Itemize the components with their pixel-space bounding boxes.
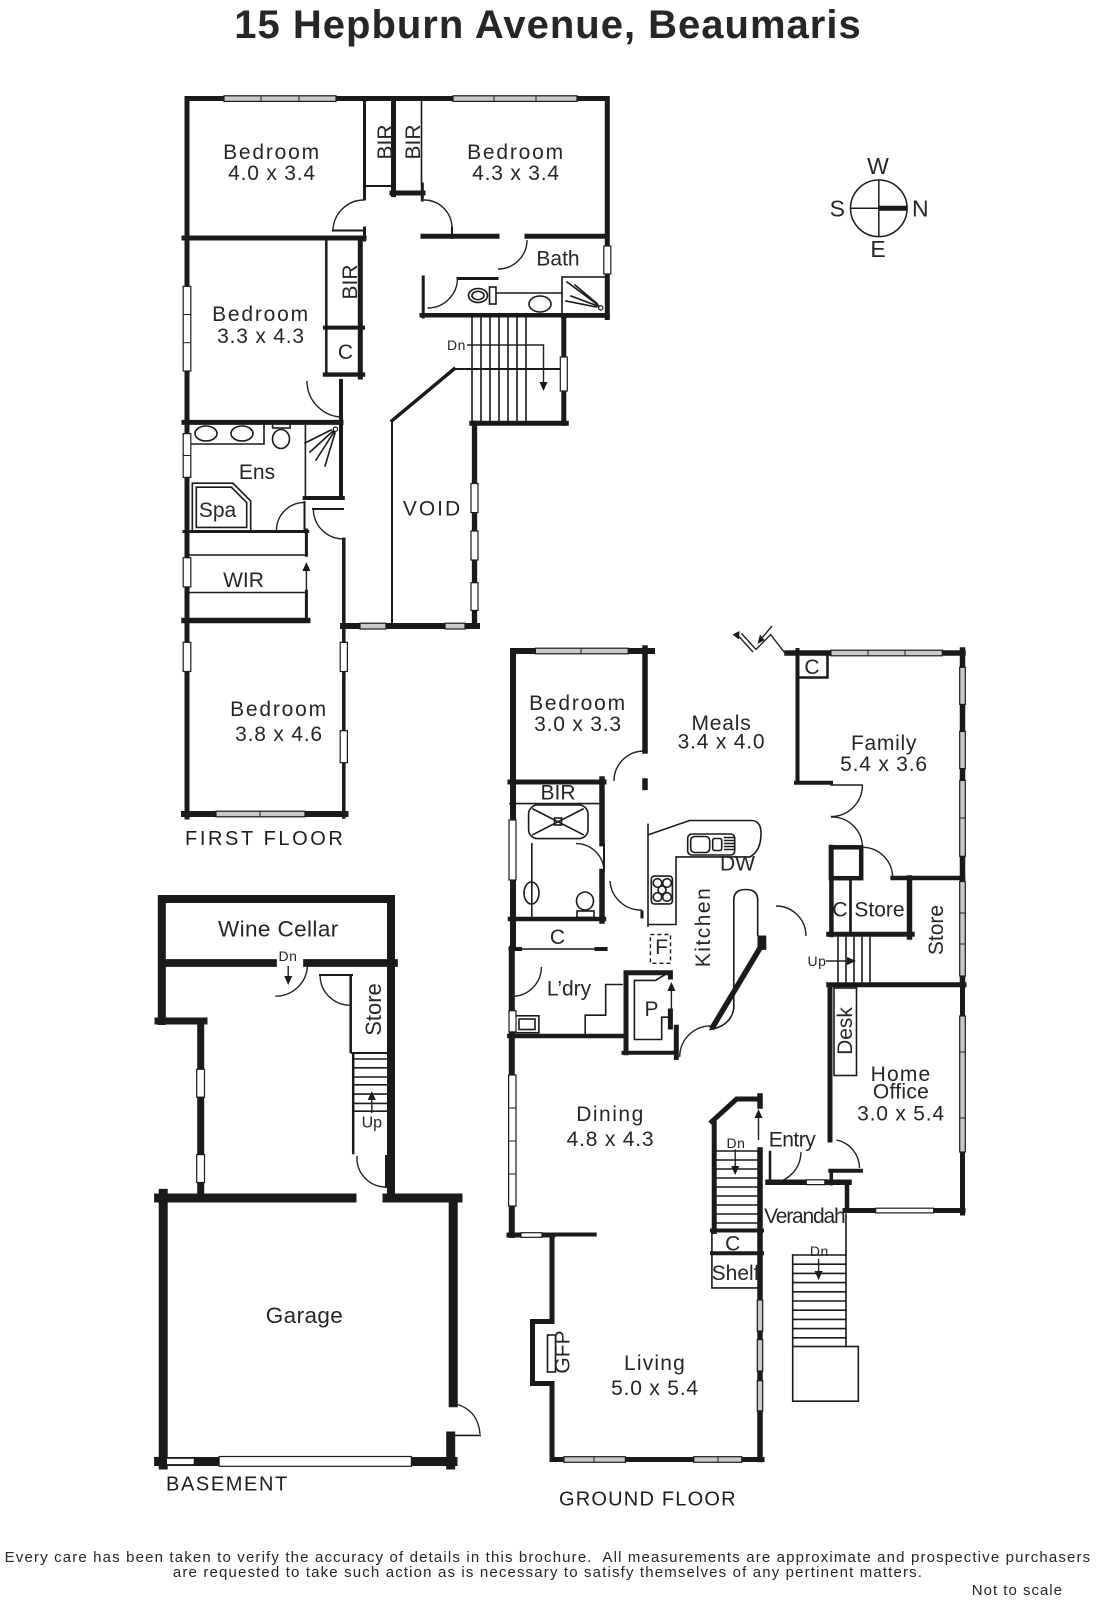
svg-text:VOID: VOID xyxy=(403,498,462,521)
svg-text:Dn: Dn xyxy=(279,948,298,964)
svg-text:4.3 x 3.4: 4.3 x 3.4 xyxy=(472,162,560,185)
svg-text:are requested to take such act: are requested to take such action as is … xyxy=(173,1564,923,1581)
svg-text:Dn: Dn xyxy=(727,1135,746,1151)
svg-text:Dn: Dn xyxy=(810,1243,829,1259)
svg-text:C: C xyxy=(338,341,353,364)
svg-text:Store: Store xyxy=(925,905,948,955)
svg-text:Bedroom: Bedroom xyxy=(529,692,627,715)
svg-text:C: C xyxy=(804,656,819,679)
svg-text:3.3 x 4.3: 3.3 x 4.3 xyxy=(217,325,305,348)
svg-text:Family: Family xyxy=(851,732,917,755)
svg-text:5.4 x 3.6: 5.4 x 3.6 xyxy=(840,753,928,776)
svg-text:Bedroom: Bedroom xyxy=(230,698,328,721)
svg-text:GROUND FLOOR: GROUND FLOOR xyxy=(559,1489,737,1511)
svg-text:Bedroom: Bedroom xyxy=(212,303,310,326)
svg-text:N: N xyxy=(912,196,929,222)
svg-text:E: E xyxy=(870,236,885,262)
svg-text:3.0 x 5.4: 3.0 x 5.4 xyxy=(857,1103,945,1126)
svg-text:Kitchen: Kitchen xyxy=(692,887,715,968)
svg-text:Bedroom: Bedroom xyxy=(223,141,321,164)
svg-text:15 Hepburn Avenue, Beaumaris: 15 Hepburn Avenue, Beaumaris xyxy=(234,3,861,47)
svg-text:Shelf: Shelf xyxy=(712,1262,760,1285)
svg-text:Ens: Ens xyxy=(239,461,275,484)
svg-text:Garage: Garage xyxy=(266,1303,343,1328)
svg-text:L’dry: L’dry xyxy=(547,978,592,1001)
svg-text:Store: Store xyxy=(361,983,386,1036)
svg-text:F: F xyxy=(655,936,668,959)
svg-text:C: C xyxy=(832,899,847,922)
svg-text:Meals: Meals xyxy=(691,712,751,735)
svg-text:FIRST FLOOR: FIRST FLOOR xyxy=(185,828,345,850)
svg-text:Dn: Dn xyxy=(447,337,466,353)
svg-text:DW: DW xyxy=(720,853,755,876)
svg-text:Desk: Desk xyxy=(834,1007,857,1055)
svg-text:Wine Cellar: Wine Cellar xyxy=(218,917,339,942)
svg-text:Not to scale: Not to scale xyxy=(972,1582,1063,1599)
svg-text:BIR: BIR xyxy=(374,124,397,159)
svg-text:W: W xyxy=(867,153,889,179)
svg-text:GFP: GFP xyxy=(552,1330,575,1373)
svg-text:C: C xyxy=(550,926,565,949)
svg-text:BIR: BIR xyxy=(339,264,362,299)
svg-text:Verandah: Verandah xyxy=(764,1205,845,1228)
svg-text:Store: Store xyxy=(854,899,904,922)
svg-text:BIR: BIR xyxy=(402,124,425,159)
svg-text:Entry: Entry xyxy=(769,1129,817,1152)
svg-text:Up: Up xyxy=(808,953,827,969)
svg-text:Dining: Dining xyxy=(576,1103,645,1126)
svg-text:Bath: Bath xyxy=(536,248,579,271)
svg-text:3.4 x 4.0: 3.4 x 4.0 xyxy=(678,731,766,754)
svg-text:Home: Home xyxy=(871,1063,932,1086)
svg-text:5.0 x 5.4: 5.0 x 5.4 xyxy=(611,1377,699,1400)
svg-text:Up: Up xyxy=(362,1115,383,1132)
svg-text:4.8 x 4.3: 4.8 x 4.3 xyxy=(567,1128,655,1151)
svg-text:Spa: Spa xyxy=(199,499,237,522)
svg-text:BIR: BIR xyxy=(540,782,575,805)
svg-text:WIR: WIR xyxy=(223,569,264,592)
svg-text:Every care has been taken to v: Every care has been taken to verify the … xyxy=(5,1549,1092,1566)
svg-text:S: S xyxy=(830,196,845,222)
svg-text:C: C xyxy=(725,1233,740,1256)
svg-text:Bedroom: Bedroom xyxy=(467,141,565,164)
svg-text:P: P xyxy=(644,998,658,1021)
svg-text:3.0 x 3.3: 3.0 x 3.3 xyxy=(534,713,622,736)
svg-text:Office: Office xyxy=(873,1081,929,1104)
svg-text:Living: Living xyxy=(624,1352,686,1375)
svg-text:4.0 x 3.4: 4.0 x 3.4 xyxy=(228,162,316,185)
svg-text:BASEMENT: BASEMENT xyxy=(166,1474,289,1496)
svg-text:3.8 x 4.6: 3.8 x 4.6 xyxy=(235,723,323,746)
